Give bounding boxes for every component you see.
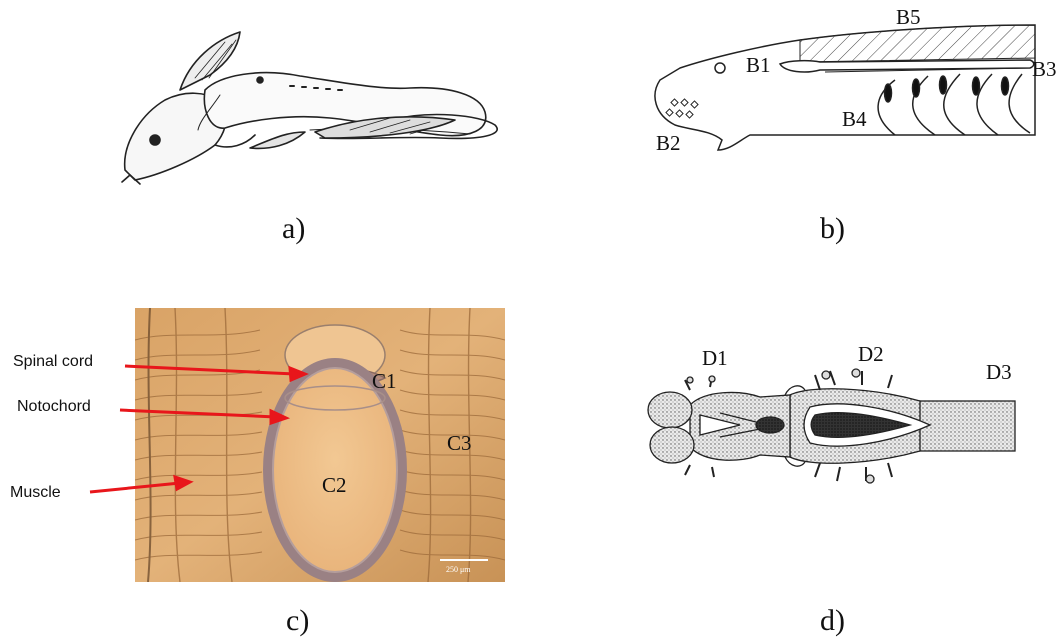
label-c1: C1 bbox=[372, 369, 397, 393]
panel-a bbox=[110, 20, 510, 190]
panel-c: 250 μm C1 C2 C3 bbox=[0, 300, 520, 590]
micrograph: 250 μm C1 C2 C3 bbox=[0, 300, 520, 590]
label-d3: D3 bbox=[986, 360, 1012, 384]
hagfish-dorsal-view: D1 D2 D3 bbox=[630, 335, 1050, 505]
label-b5: B5 bbox=[896, 5, 921, 29]
label-c3: C3 bbox=[447, 431, 472, 455]
scale-bar-label: 250 μm bbox=[446, 565, 471, 574]
label-d2: D2 bbox=[858, 342, 884, 366]
label-b1: B1 bbox=[746, 53, 771, 77]
annotation-muscle: Muscle bbox=[10, 484, 61, 502]
caption-a: a) bbox=[282, 212, 305, 246]
caption-b: b) bbox=[820, 212, 845, 246]
label-b4: B4 bbox=[842, 107, 867, 131]
label-b3: B3 bbox=[1032, 57, 1057, 81]
label-b2: B2 bbox=[656, 131, 681, 155]
label-d1: D1 bbox=[702, 346, 728, 370]
annotation-spinal-cord: Spinal cord bbox=[13, 353, 93, 371]
annotation-notochord: Notochord bbox=[17, 398, 91, 416]
caption-d: d) bbox=[820, 604, 845, 638]
label-c2: C2 bbox=[322, 473, 347, 497]
panel-d: D1 D2 D3 bbox=[630, 335, 1050, 505]
hagfish-drawing bbox=[110, 20, 510, 190]
hagfish-schematic: B5 B1 B3 B4 B2 bbox=[630, 0, 1060, 190]
caption-c: c) bbox=[286, 604, 309, 638]
panel-b: B5 B1 B3 B4 B2 bbox=[630, 0, 1060, 190]
